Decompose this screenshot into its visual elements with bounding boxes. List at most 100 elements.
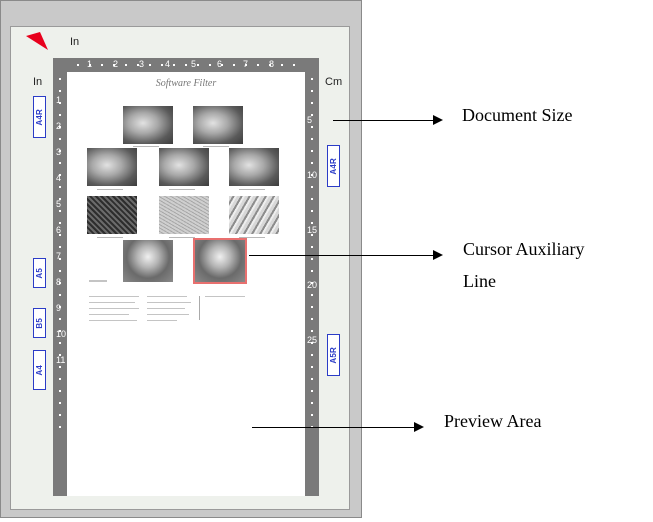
size-tag-label: A5R <box>329 346 338 364</box>
ruler-tick-label: 7 <box>243 59 249 69</box>
size-tag-left[interactable]: B5 <box>33 308 46 338</box>
caption-line <box>239 189 265 190</box>
ruler-dot <box>59 270 61 272</box>
caption-line <box>169 189 195 190</box>
ruler-dot <box>59 102 61 104</box>
ruler-dot <box>59 414 61 416</box>
ruler-dot <box>311 378 313 380</box>
ruler-dot <box>59 186 61 188</box>
caption-line <box>97 189 123 190</box>
caption-line <box>97 237 123 238</box>
ruler-dot <box>59 114 61 116</box>
ruler-tick-label: 5 <box>56 199 62 209</box>
preview-area-label: Preview Area <box>444 411 542 431</box>
size-tag-left[interactable]: A4 <box>33 350 46 390</box>
caption-line <box>203 146 229 147</box>
ruler-dot <box>59 426 61 428</box>
text-line <box>89 320 137 321</box>
arrow-right-icon <box>414 422 424 432</box>
size-tag-right[interactable]: A4R <box>327 145 340 187</box>
ruler-dot <box>59 246 61 248</box>
preview-area[interactable]: Software Filter <box>67 72 305 496</box>
text-line <box>199 296 200 320</box>
ruler-tick-label: 6 <box>56 225 62 235</box>
ruler-dot <box>173 64 175 66</box>
ruler-tick-label: 25 <box>307 335 318 345</box>
arrow-right-icon <box>433 115 443 125</box>
ruler-dot <box>311 270 313 272</box>
text-line <box>147 314 189 315</box>
size-tag-left[interactable]: A4R <box>33 96 46 138</box>
document-size-label: Document Size <box>462 105 573 125</box>
cursor-auxiliary-selection[interactable] <box>193 238 247 284</box>
ruler-dot <box>311 78 313 80</box>
ruler-dot <box>311 294 313 296</box>
caption-line <box>133 146 159 147</box>
ruler-tick-label: 3 <box>139 59 145 69</box>
text-line <box>147 302 191 303</box>
ruler-dot <box>311 126 313 128</box>
ruler-dot <box>89 64 91 66</box>
ruler-dot <box>311 414 313 416</box>
ruler-tick-label: 8 <box>56 277 62 287</box>
ruler-tick-label: 4 <box>56 173 62 183</box>
ruler-dot <box>59 402 61 404</box>
ruler-dot <box>59 210 61 212</box>
text-line <box>89 296 139 297</box>
ruler-dot <box>269 64 271 66</box>
preview-thumbnail <box>193 106 243 144</box>
ruler-dot <box>59 222 61 224</box>
ruler-dot <box>311 102 313 104</box>
size-tag-right[interactable]: A5R <box>327 334 340 376</box>
preview-thumbnail <box>123 240 173 282</box>
ruler-dot <box>113 64 115 66</box>
ruler-tick-label: 5 <box>307 115 313 125</box>
size-tag-label: A4 <box>35 364 44 376</box>
ruler-tick-label: 10 <box>56 329 67 339</box>
text-line <box>89 302 135 303</box>
ruler-dot <box>311 90 313 92</box>
ruler-tick-label: 7 <box>56 251 62 261</box>
ruler-dot <box>311 234 313 236</box>
ruler-tick-label: 1 <box>87 59 93 69</box>
ruler-dot <box>59 366 61 368</box>
ruler-tick-label: 5 <box>191 59 197 69</box>
text-line <box>147 296 187 297</box>
preview-page-title: Software Filter <box>155 78 217 89</box>
cursor-auxiliary-label-line2: Line <box>463 271 496 291</box>
ruler-dot <box>59 150 61 152</box>
ruler-tick-label: 2 <box>113 59 119 69</box>
ruler-tick-label: 1 <box>56 95 62 105</box>
size-tag-label: A4R <box>35 108 44 126</box>
ruler-tick-label: 20 <box>307 280 318 290</box>
ruler-dot <box>311 366 313 368</box>
size-tag-left[interactable]: A5 <box>33 258 46 288</box>
text-line <box>89 280 107 282</box>
ruler-dot <box>149 64 151 66</box>
preview-thumbnail <box>87 196 137 234</box>
text-line <box>147 308 185 309</box>
ruler-dot <box>59 138 61 140</box>
ruler-dot <box>311 162 313 164</box>
ruler-dot <box>59 282 61 284</box>
ruler-dot <box>311 306 313 308</box>
size-tag-label: A5 <box>35 267 44 279</box>
ruler-dot <box>59 198 61 200</box>
ruler-dot <box>311 246 313 248</box>
ruler-tick-label: 4 <box>165 59 171 69</box>
size-tag-label: B5 <box>35 317 44 329</box>
ruler-tick-label: 3 <box>56 147 62 157</box>
ruler-dot <box>209 64 211 66</box>
ruler-dot <box>185 64 187 66</box>
preview-thumbnail <box>159 148 209 186</box>
corner-marker-icon[interactable] <box>26 32 48 54</box>
preview-thumbnail <box>159 196 209 234</box>
ruler-dot <box>311 342 313 344</box>
ruler-dot <box>221 64 223 66</box>
ruler-dot <box>59 390 61 392</box>
arrow-right-icon <box>433 250 443 260</box>
ruler-dot <box>59 318 61 320</box>
